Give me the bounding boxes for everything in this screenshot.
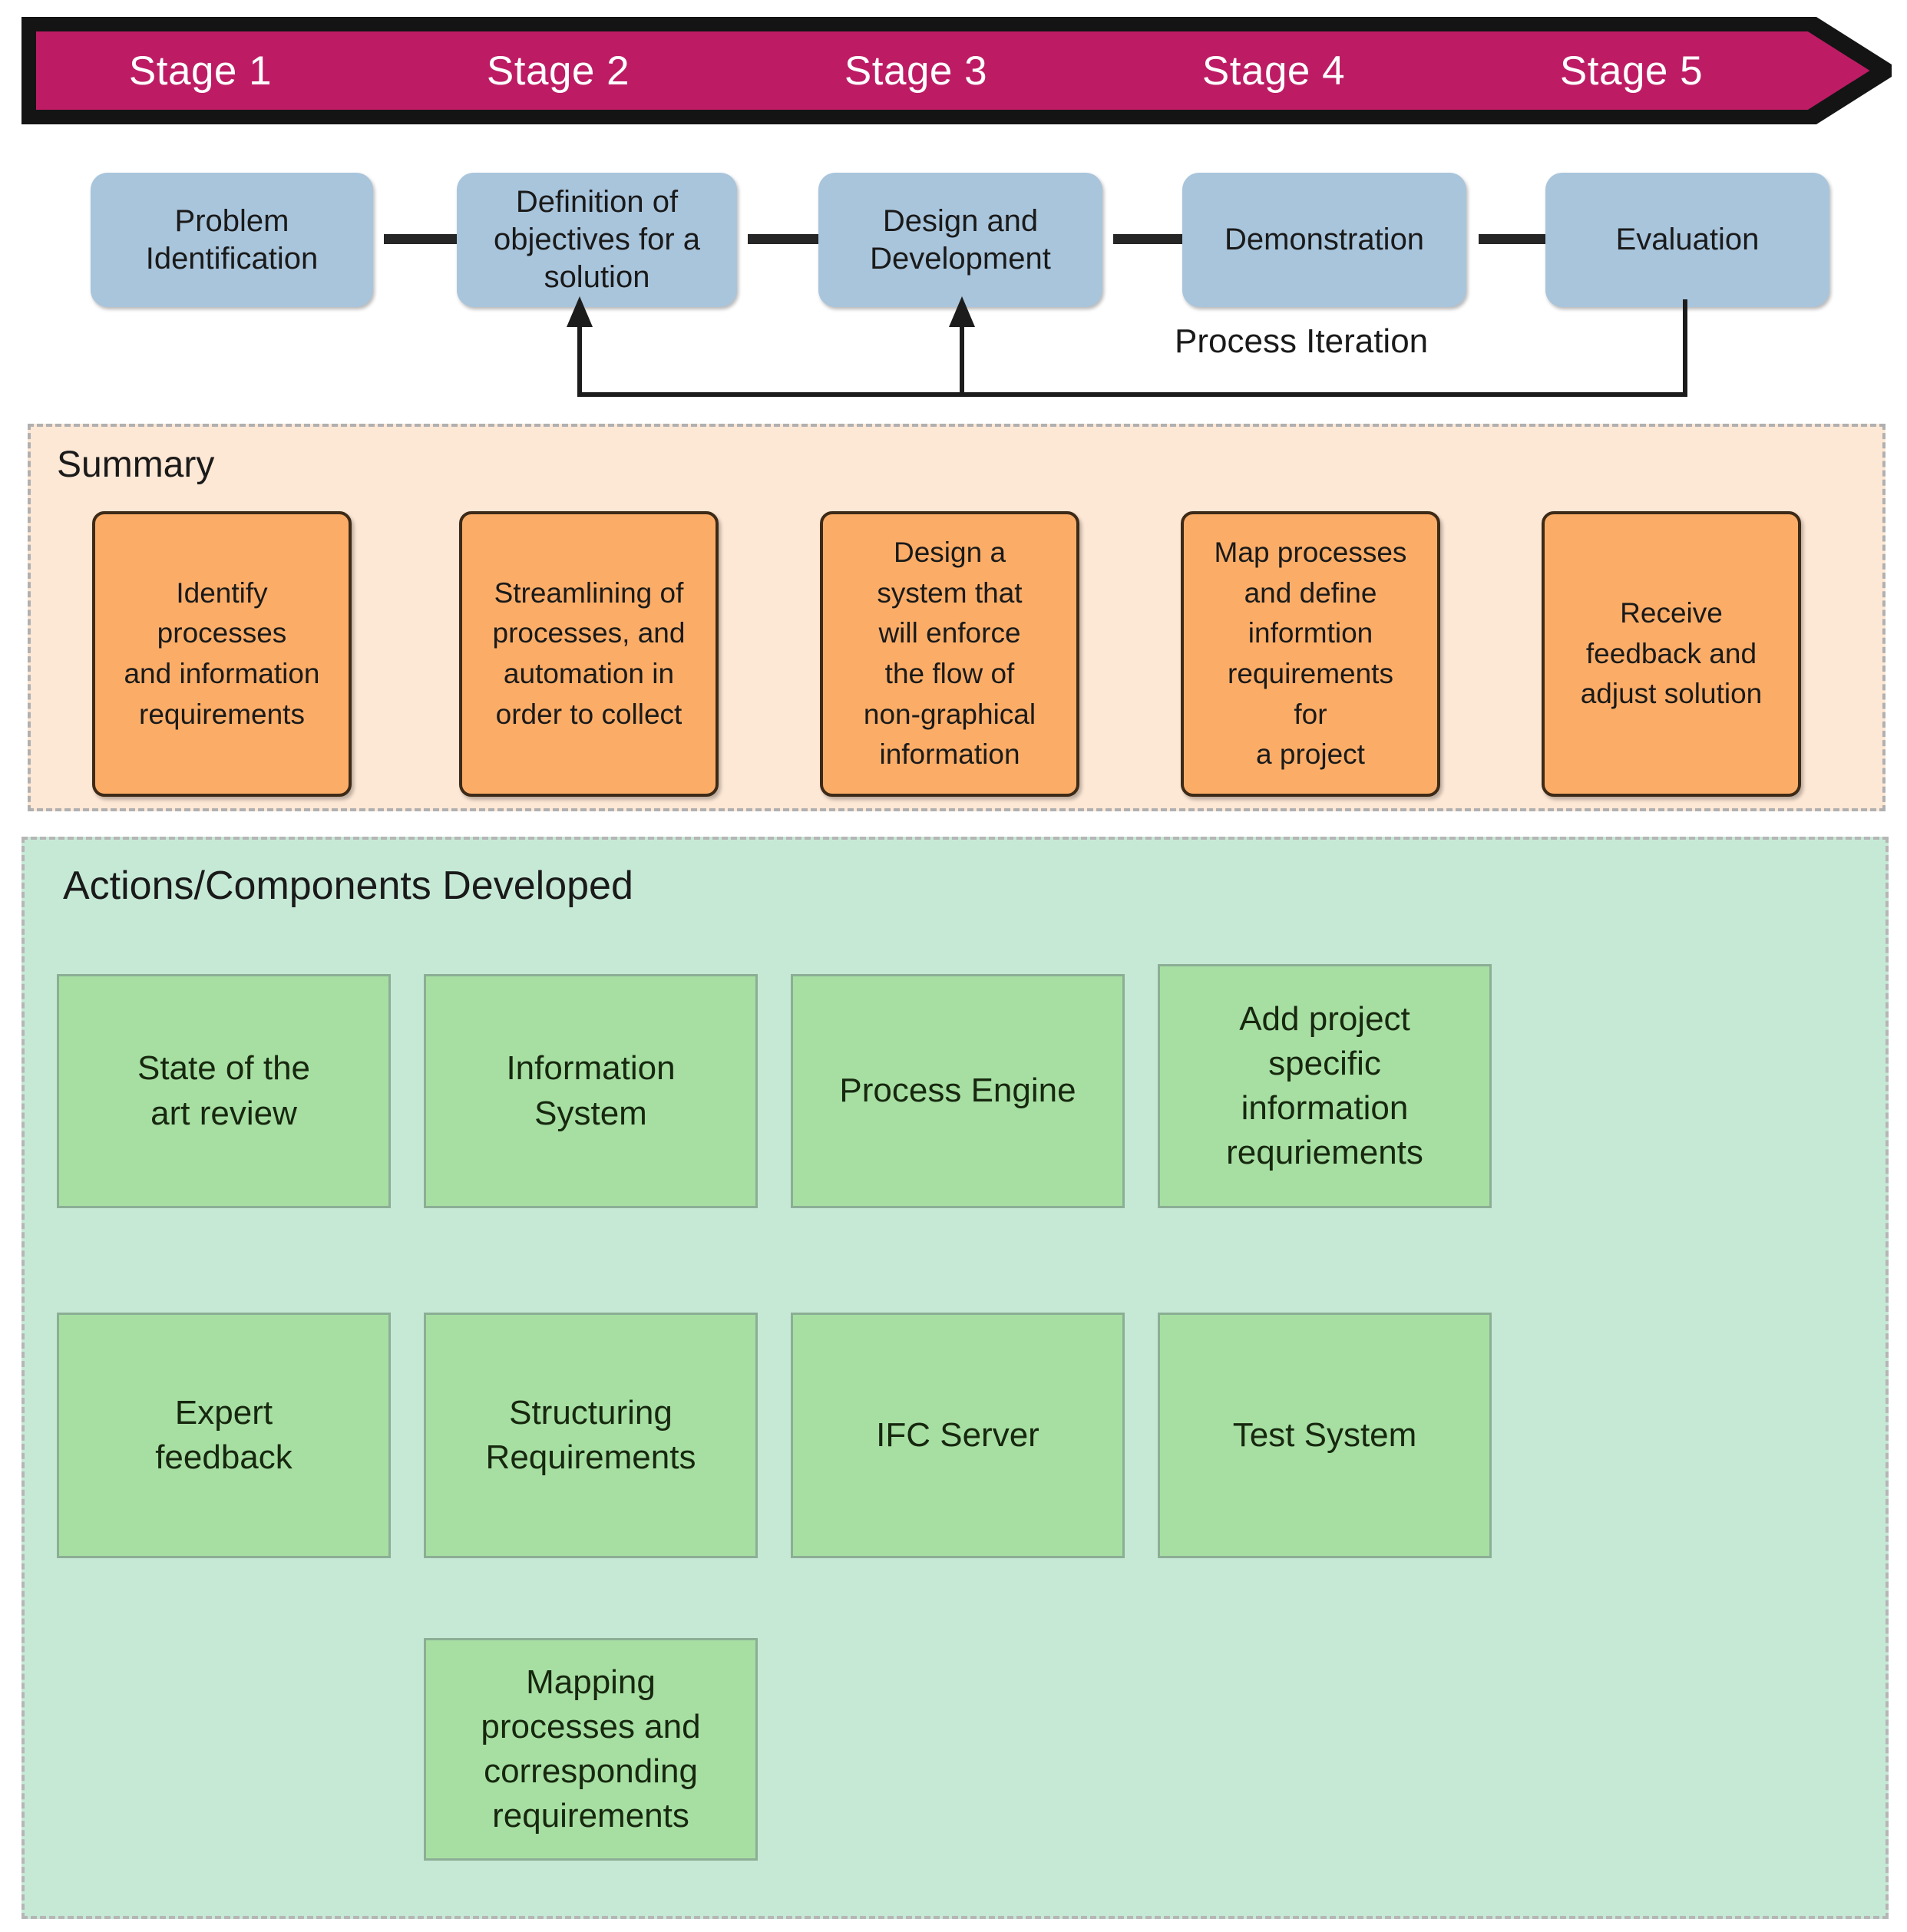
process-iteration-label: Process Iteration xyxy=(1175,322,1429,360)
stage-banner-arrow-shape xyxy=(21,17,1892,124)
actions-components-title: Actions/Components Developed xyxy=(63,864,633,908)
stage-label-5: Stage 5 xyxy=(1559,48,1704,94)
stage-label-3: Stage 3 xyxy=(844,48,988,94)
action-box-test-system[interactable]: Test System xyxy=(1158,1313,1492,1558)
iteration-arrowhead-to-design xyxy=(949,296,975,327)
summary-title: Summary xyxy=(57,444,215,485)
iteration-line-down-from-evaluation xyxy=(1683,299,1687,397)
stage-label-2: Stage 2 xyxy=(486,48,630,94)
iteration-arrowhead-to-objectives xyxy=(567,296,593,327)
actions-components-panel: Actions/Components Developed State of th… xyxy=(21,837,1889,1919)
action-box-ifc-server[interactable]: IFC Server xyxy=(791,1313,1125,1558)
stage-label-1: Stage 1 xyxy=(128,48,273,94)
stage-label-4: Stage 4 xyxy=(1201,48,1346,94)
iteration-line-up-to-objectives xyxy=(577,321,582,395)
process-iteration-loop: Process Iteration xyxy=(0,296,1907,422)
process-box-evaluation[interactable]: Evaluation xyxy=(1545,173,1829,307)
stage-banner: Stage 1 Stage 2 Stage 3 Stage 4 Stage 5 xyxy=(21,17,1892,124)
iteration-line-up-to-design xyxy=(960,321,964,395)
process-box-demonstration[interactable]: Demonstration xyxy=(1182,173,1466,307)
action-box-process-engine[interactable]: Process Engine xyxy=(791,974,1125,1208)
iteration-line-horizontal xyxy=(577,392,1687,397)
